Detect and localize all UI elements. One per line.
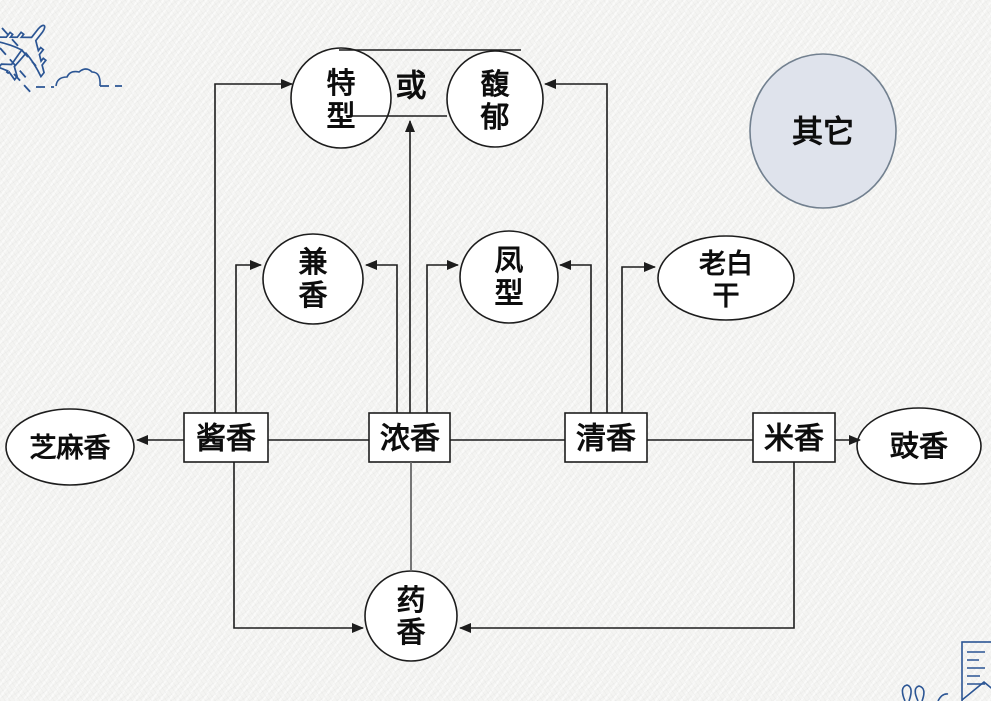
label-texing-line1: 特: [326, 67, 355, 100]
label-yaoxiang-line2: 香: [396, 616, 426, 649]
label-jianxiang-line2: 香: [298, 279, 328, 312]
edge-qingxiang-to-fengxing: [559, 260, 592, 413]
edge-jiangxiang-to-jianxiang: [235, 260, 262, 413]
label-qingxiang: 清香: [576, 423, 636, 456]
node-qingxiang-box: [564, 412, 648, 463]
node-nongxiang-box: [368, 412, 451, 463]
node-fengxing-circle: [459, 230, 559, 324]
label-fengxing-line1: 凤: [494, 245, 523, 277]
label-laobaigan-line2: 干: [713, 281, 740, 311]
node-laobaigan-ellipse: [657, 235, 795, 321]
node-texing-circle: [290, 47, 392, 149]
label-qita: 其它: [792, 115, 854, 150]
edge-qingxiang-to-fuyu: [544, 79, 608, 413]
label-fuyu-line1: 馥: [480, 68, 510, 101]
label-mixiang: 米香: [764, 423, 824, 456]
edge-jiangxiang-to-yaoxiang: [233, 462, 364, 633]
edge-jiangxiang-to-texing: [214, 79, 293, 413]
label-fuyu-line2: 郁: [479, 101, 509, 134]
edge-qingxiang-to-laobaigan: [621, 262, 656, 413]
leaf-doodle-icon: [901, 684, 949, 701]
edge-nongxiang-to-fengxing: [426, 260, 459, 413]
label-laobaigan-line1: 老白: [699, 248, 753, 279]
node-fuyu-circle: [446, 50, 544, 148]
label-chixiang: 豉香: [890, 430, 949, 463]
node-chixiang-ellipse: [856, 407, 982, 485]
plane-trail-decoration: [0, 27, 37, 97]
node-zhimaxiang-ellipse: [5, 408, 135, 486]
building-icon: [961, 641, 991, 701]
label-nongxiang: 浓香: [380, 423, 440, 456]
label-texing-line2: 型: [326, 100, 355, 133]
label-or: 或: [396, 69, 427, 104]
label-yaoxiang-line1: 药: [396, 584, 425, 617]
node-jiangxiang-box: [183, 412, 269, 463]
node-jianxiang-circle: [262, 233, 364, 325]
cloud-icon: [36, 68, 122, 88]
edge-nongxiang-to-jianxiang: [365, 260, 398, 413]
label-jianxiang-line1: 兼: [298, 246, 327, 279]
node-mixiang-box: [752, 412, 836, 463]
node-qita-circle: [749, 53, 897, 209]
label-fengxing-line2: 型: [494, 277, 523, 310]
label-zhimaxiang: 芝麻香: [30, 433, 111, 463]
edge-mixiang-to-yaoxiang: [459, 462, 795, 633]
label-jiangxiang: 酱香: [196, 423, 256, 456]
